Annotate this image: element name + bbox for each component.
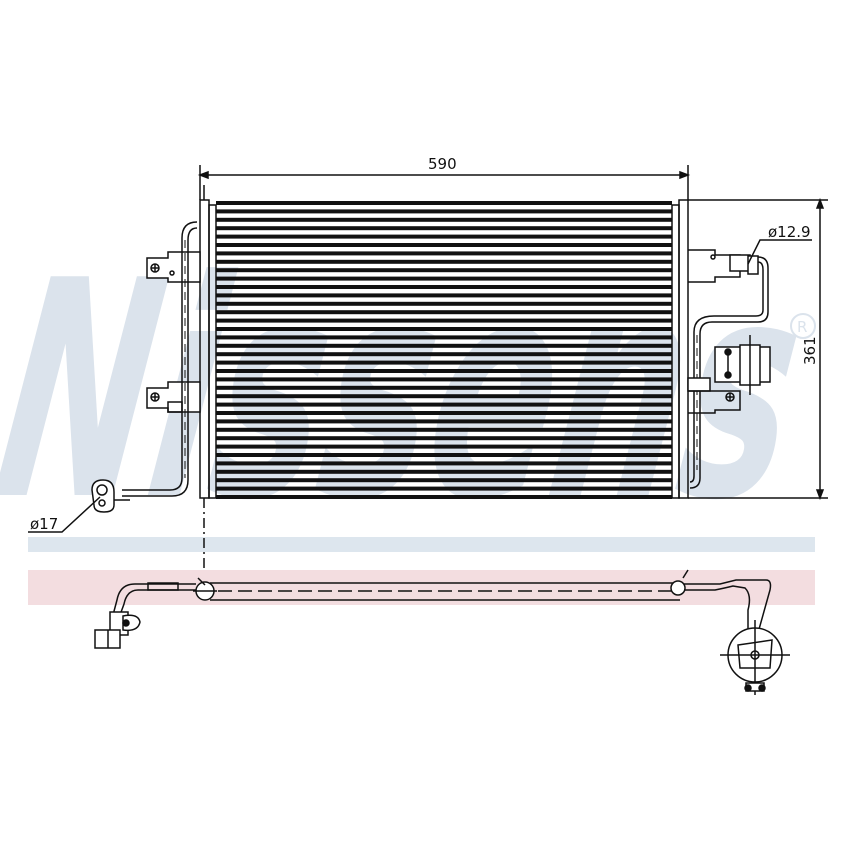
core-tube [216, 268, 672, 273]
right-bracket-top [688, 249, 759, 283]
blue-stripe [28, 537, 815, 552]
outlet-diameter-leader [28, 496, 101, 533]
core-tube [216, 327, 672, 331]
width-dimension-label: 590 [428, 155, 457, 173]
top-view [94, 569, 790, 695]
width-dimension [197, 165, 691, 200]
core-tube [216, 377, 672, 382]
core-tube [216, 469, 672, 474]
core-tube [216, 276, 672, 281]
inlet-diameter-leader [747, 239, 812, 265]
core-tube [216, 394, 672, 399]
core-tube [216, 360, 672, 365]
left-bracket-bottom [146, 381, 201, 413]
core-tube [216, 461, 672, 466]
core-tube [216, 285, 672, 289]
height-dimension-label: 361 [801, 336, 819, 365]
core-tube [216, 436, 672, 441]
core-tube [216, 419, 672, 424]
core-tube [216, 217, 672, 222]
core-tube [216, 335, 672, 340]
core-tubes [216, 201, 672, 499]
core-tube [216, 369, 672, 373]
core-tube [216, 343, 672, 348]
core-tube [216, 385, 672, 390]
core-tube [216, 243, 672, 247]
registered-mark-icon [790, 313, 816, 339]
core-tube [216, 427, 672, 432]
right-bracket-mid [687, 335, 771, 414]
outlet-diameter-label: ø17 [30, 515, 58, 533]
inlet-diameter-label: ø12.9 [768, 223, 811, 241]
core-tube [216, 411, 672, 415]
right-pipe [689, 256, 769, 489]
core-tube [216, 293, 672, 298]
left-bracket-top [146, 251, 201, 283]
core-tube [216, 444, 672, 449]
core-tube [216, 201, 672, 205]
core-tube [216, 234, 672, 239]
watermark-text: Nissens [0, 217, 819, 566]
height-dimension [688, 197, 828, 501]
core-tube [216, 486, 672, 491]
core-tube [216, 478, 672, 483]
receiver-drier [720, 620, 790, 695]
nissens-watermark: Nissens R [0, 217, 819, 566]
core-tube [216, 318, 672, 323]
svg-text:R: R [797, 318, 807, 336]
core-tube [216, 310, 672, 315]
core-tube [216, 251, 672, 256]
core-tube [216, 226, 672, 231]
front-view [28, 165, 828, 570]
core-tube [216, 301, 672, 306]
left-pipe [122, 221, 198, 497]
core-tube [216, 402, 672, 407]
core-tube [216, 453, 672, 457]
core-tube [216, 352, 672, 357]
outlet-fitting [91, 479, 130, 513]
core-tube [216, 259, 672, 264]
core-tube [216, 495, 672, 499]
core-tube [216, 209, 672, 214]
